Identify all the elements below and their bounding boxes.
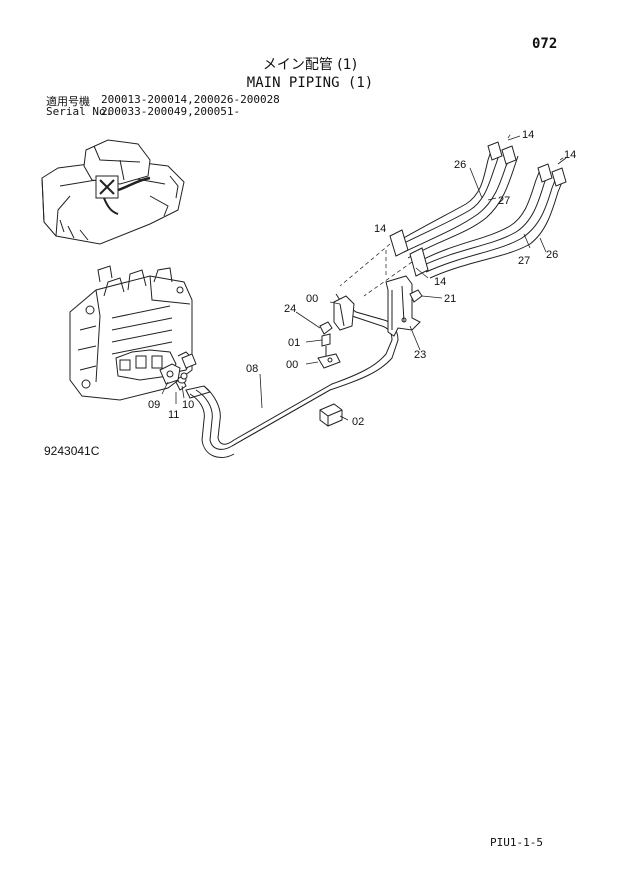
bolt-01 — [321, 333, 331, 356]
leader-lines — [161, 135, 567, 421]
hose-end-fittings — [389, 141, 567, 277]
callout-08: 08 — [246, 363, 258, 375]
serial-range-secondary: 200033-200049,200051- — [101, 105, 241, 118]
callout-26-lower: 26 — [546, 249, 558, 261]
callout-00-lower: 00 — [286, 359, 298, 371]
callout-01: 01 — [288, 337, 300, 349]
callout-14-lower: 14 — [434, 276, 446, 288]
callout-23: 23 — [414, 349, 426, 361]
machine-overview-illustration — [41, 139, 185, 245]
figure-number: 9243041C — [44, 444, 100, 458]
hose-26-27-upper — [397, 147, 519, 259]
clamp-lower-00 — [317, 353, 341, 369]
callout-11: 11 — [168, 409, 179, 421]
callout-09: 09 — [148, 399, 160, 411]
callout-21: 21 — [444, 293, 456, 305]
clamp-upper-00 — [333, 295, 355, 331]
main-pipe-08 — [189, 293, 399, 458]
serial-range-primary: 200013-200014,200026-200028 — [101, 93, 280, 106]
serial-label-english: Serial No. — [46, 105, 113, 118]
callout-14-right: 14 — [564, 149, 576, 161]
callout-24: 24 — [284, 303, 296, 315]
serial-label-japanese: 適用号機 — [46, 95, 90, 108]
dashed-connection-lines — [339, 131, 567, 297]
page-number: 072 — [532, 36, 558, 52]
block-02 — [319, 403, 343, 427]
callout-27-upper: 27 — [498, 195, 510, 207]
title-english: MAIN PIPING (1) — [246, 75, 374, 91]
title-japanese: メイン配管 (1) — [262, 57, 358, 73]
callout-10: 10 — [182, 399, 194, 411]
bracket-23 — [385, 275, 421, 337]
callout-26-upper: 26 — [454, 159, 466, 171]
callout-02: 02 — [352, 416, 364, 428]
callout-14-top: 14 — [522, 129, 534, 141]
callout-14-left: 14 — [374, 223, 386, 235]
hose-26-27-lower — [417, 169, 563, 279]
callout-labels: 14 14 14 14 26 26 27 27 21 23 24 00 01 0… — [148, 129, 576, 428]
footer-code: PIU1-1-5 — [490, 836, 543, 849]
callout-00-upper: 00 — [306, 293, 318, 305]
adapter-fittings — [159, 353, 211, 399]
callout-27-lower: 27 — [518, 255, 530, 267]
bolt-24 — [319, 321, 333, 335]
